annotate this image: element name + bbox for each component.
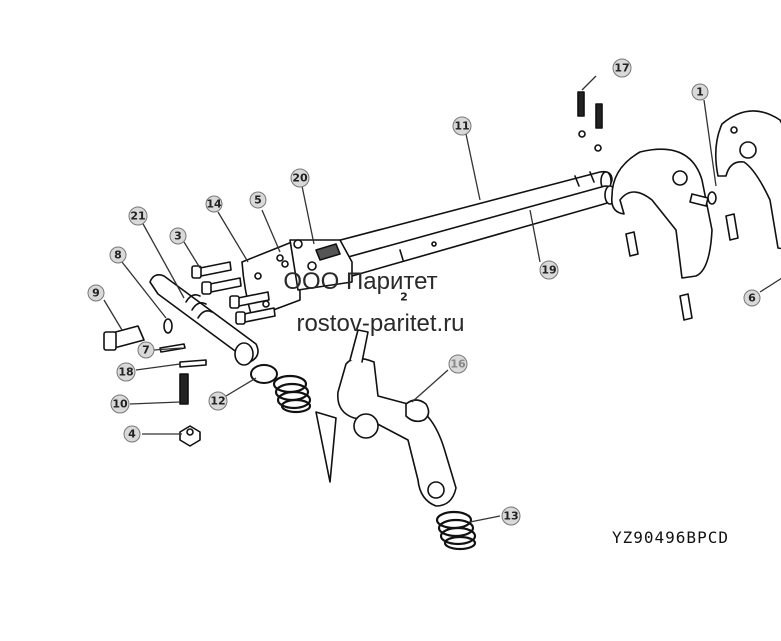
pins-17 bbox=[577, 91, 603, 129]
shift-fork-b bbox=[714, 110, 781, 250]
callout-2: 2 bbox=[400, 291, 408, 304]
callout-19: 19 bbox=[541, 264, 556, 277]
pin-18 bbox=[179, 359, 207, 368]
callout-18: 18 bbox=[118, 366, 133, 379]
plug-9 bbox=[103, 325, 145, 351]
callout-12: 12 bbox=[210, 395, 225, 408]
callout-13: 13 bbox=[503, 510, 518, 523]
nut-4 bbox=[179, 425, 201, 447]
callout-4: 4 bbox=[128, 428, 136, 441]
callout-17: 17 bbox=[614, 62, 629, 75]
pin-7 bbox=[159, 343, 186, 353]
ball-5 bbox=[276, 254, 284, 262]
callout-bubbles bbox=[87, 58, 761, 526]
shift-fork-a bbox=[610, 148, 717, 321]
shift-rod-11 bbox=[309, 170, 613, 269]
callout-1: 1 bbox=[696, 86, 704, 99]
callout-21: 21 bbox=[130, 210, 145, 223]
bracket-20 bbox=[289, 239, 353, 291]
tube-21 bbox=[149, 274, 259, 366]
callout-7: 7 bbox=[142, 344, 150, 357]
callout-9: 9 bbox=[92, 287, 100, 300]
balls-17 bbox=[578, 130, 602, 152]
callout-5: 5 bbox=[254, 194, 262, 207]
drawing-code: YZ90496BPCD bbox=[612, 528, 729, 547]
callout-3: 3 bbox=[174, 230, 182, 243]
o-ring-8 bbox=[163, 318, 173, 334]
watermark-url: rostov-paritet.ru bbox=[296, 310, 465, 337]
callout-8: 8 bbox=[114, 249, 122, 262]
spring-lower-13 bbox=[435, 510, 477, 551]
spring-upper bbox=[272, 374, 312, 414]
callout-20: 20 bbox=[292, 172, 308, 185]
bolts-3 bbox=[191, 261, 276, 325]
shift-lever-16 bbox=[315, 329, 457, 507]
spring-pin-10 bbox=[179, 373, 189, 405]
callout-14: 14 bbox=[206, 198, 222, 211]
washer-12 bbox=[250, 364, 278, 384]
callout-10: 10 bbox=[112, 398, 128, 411]
callout-16: 16 bbox=[450, 358, 466, 371]
callout-6: 6 bbox=[748, 292, 756, 305]
callout-11: 11 bbox=[454, 120, 469, 133]
watermark-company: ООО Паритет bbox=[283, 268, 438, 295]
leader-lines bbox=[103, 75, 781, 523]
